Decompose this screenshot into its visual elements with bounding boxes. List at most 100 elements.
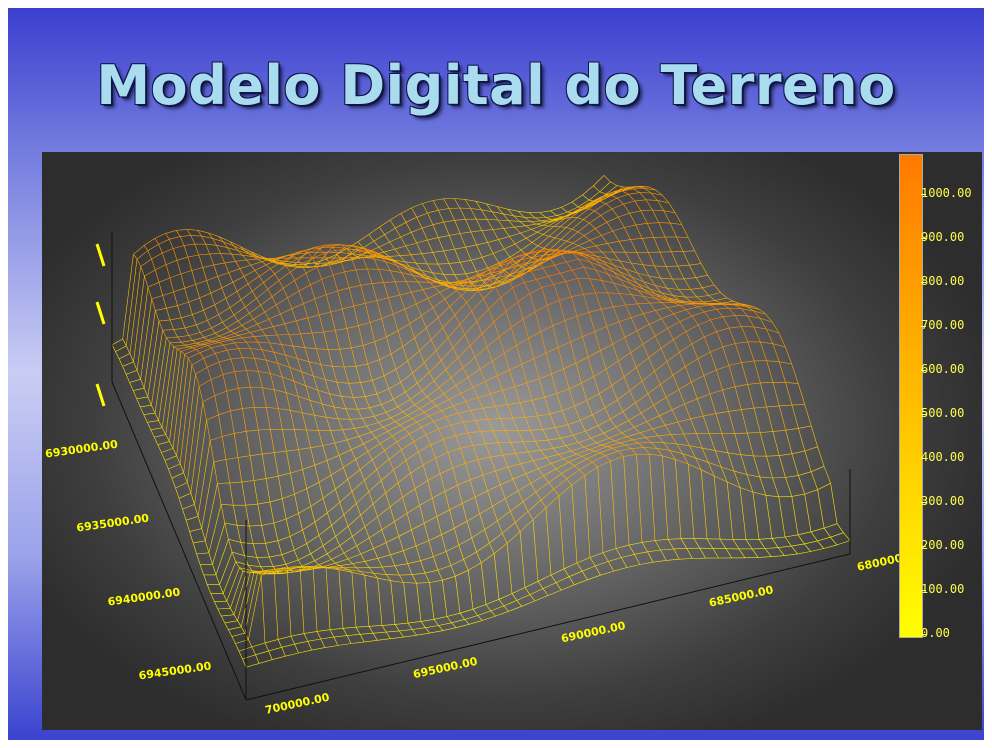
mesh-line (199, 292, 211, 299)
mesh-line (639, 561, 654, 565)
mesh-line (502, 213, 509, 221)
mesh-line (514, 225, 526, 228)
mesh-line (563, 568, 570, 577)
mesh-line (677, 264, 690, 267)
mesh-line (122, 254, 134, 340)
mesh-line (331, 559, 336, 564)
mesh-line (412, 418, 417, 423)
mesh-line (278, 408, 291, 411)
mesh-line (698, 306, 705, 313)
mesh-line (625, 442, 639, 446)
mesh-line (536, 276, 549, 280)
mesh-line (600, 215, 608, 223)
mesh-line (140, 405, 152, 408)
mesh-line (759, 432, 767, 457)
mesh-line (196, 320, 208, 326)
mesh-line (628, 544, 635, 555)
mesh-line (477, 610, 491, 616)
mesh-line (290, 410, 295, 430)
mesh-line (583, 235, 591, 241)
mesh-line (672, 278, 679, 290)
mesh-line (161, 452, 166, 461)
mesh-line (486, 272, 493, 280)
mesh-line (672, 375, 680, 390)
mesh-line (222, 561, 236, 594)
mesh-line (647, 393, 654, 406)
mesh-line (595, 245, 603, 253)
mesh-line (655, 310, 662, 319)
mesh-line (414, 337, 420, 352)
mesh-line (804, 540, 818, 545)
mesh-line (587, 574, 601, 581)
mesh-line (506, 531, 521, 544)
mesh-line (823, 544, 837, 549)
mesh-line (194, 420, 207, 505)
mesh-line (324, 379, 330, 394)
mesh-line (317, 262, 329, 268)
mesh-line (357, 234, 369, 242)
mesh-line (293, 381, 299, 397)
mesh-line (654, 539, 669, 541)
mesh-line (290, 264, 302, 273)
mesh-line (571, 194, 583, 203)
mesh-line (318, 257, 324, 264)
mesh-line (201, 461, 215, 529)
mesh-line (636, 367, 643, 382)
mesh-line (251, 642, 266, 648)
mesh-line (339, 565, 344, 568)
mesh-line (585, 425, 599, 432)
mesh-line (306, 481, 320, 489)
mesh-line (496, 206, 504, 214)
mesh-line (215, 349, 228, 354)
mesh-line (425, 625, 439, 628)
mesh-line (626, 186, 639, 189)
mesh-line (212, 238, 217, 246)
mesh-line (394, 521, 400, 537)
mesh-line (282, 376, 295, 382)
mesh-line (273, 564, 286, 567)
mesh-line (224, 522, 238, 526)
mesh-line (242, 254, 247, 261)
mesh-line (328, 262, 334, 276)
mesh-line (481, 279, 488, 286)
mesh-line (498, 262, 505, 271)
mesh-line (247, 564, 253, 571)
mesh-line (703, 300, 716, 303)
mesh-line (710, 316, 723, 321)
mesh-line (318, 430, 323, 446)
mesh-line (791, 493, 805, 497)
mesh-line (561, 207, 568, 213)
mesh-line (475, 279, 487, 282)
mesh-line (169, 319, 175, 330)
mesh-line (390, 636, 404, 639)
mesh-line (532, 260, 539, 267)
mesh-line (378, 241, 390, 248)
mesh-line (143, 238, 155, 246)
mesh-line (537, 225, 549, 233)
mesh-line (553, 478, 567, 490)
mesh-line (595, 292, 602, 310)
mesh-line (355, 269, 361, 286)
mesh-line (604, 190, 617, 196)
mesh-line (363, 443, 369, 452)
mesh-line (400, 207, 412, 214)
mesh-line (387, 424, 401, 432)
mesh-line (467, 432, 474, 446)
mesh-line (576, 316, 583, 337)
mesh-line (248, 639, 253, 648)
mesh-line (255, 654, 260, 664)
mesh-line (538, 468, 544, 476)
mesh-line (631, 276, 638, 284)
mesh-line (285, 518, 291, 537)
mesh-line (245, 663, 260, 668)
mesh-line (823, 466, 831, 484)
mesh-line (655, 328, 668, 337)
mesh-line (429, 281, 435, 288)
mesh-line (458, 545, 464, 560)
mesh-line (407, 360, 413, 374)
mesh-line (492, 506, 498, 521)
mesh-line (312, 253, 325, 259)
mesh-line (383, 375, 390, 390)
mesh-line (355, 627, 361, 635)
